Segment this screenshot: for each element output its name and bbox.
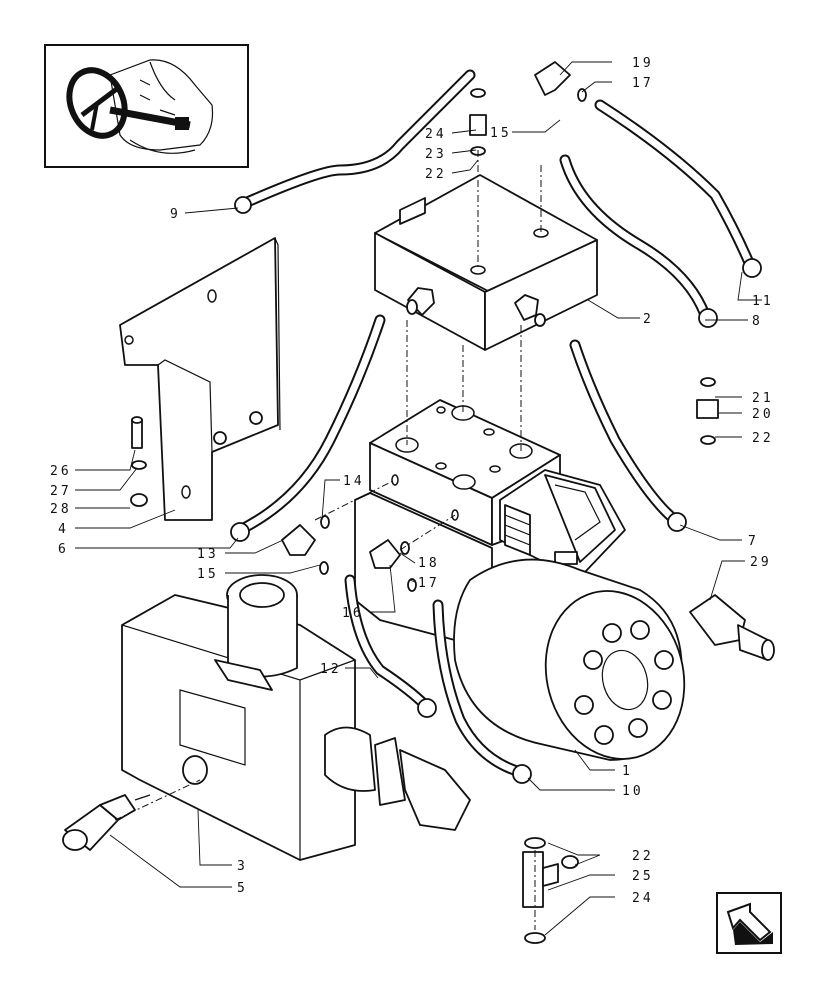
hose-8 (559, 154, 718, 328)
leader-lines (75, 61, 762, 936)
callout-15a: 15 (197, 567, 219, 582)
callout-24b: 24 (632, 891, 654, 906)
callout-21: 21 (752, 391, 774, 406)
callout-14: 14 (343, 474, 365, 489)
callout-7: 7 (748, 534, 759, 549)
callout-8: 8 (752, 314, 763, 329)
orbital-motor (453, 558, 686, 761)
callout-10: 10 (622, 784, 644, 799)
elbows-13-16 (281, 515, 417, 592)
hose-6 (230, 314, 386, 542)
callout-29: 29 (750, 555, 772, 570)
callout-22b: 22 (752, 431, 774, 446)
callout-20: 20 (752, 407, 774, 422)
callout-1: 1 (622, 764, 633, 779)
diverter-valve (121, 574, 471, 861)
callout-27: 27 (50, 484, 72, 499)
callout-4: 4 (58, 522, 69, 537)
alignment-lines (114, 150, 542, 930)
callout-3: 3 (237, 859, 248, 874)
fitting-upper-right (514, 294, 546, 327)
callout-13: 13 (197, 547, 219, 562)
callout-5: 5 (237, 881, 248, 896)
callout-22a: 22 (425, 167, 447, 182)
hoses (230, 69, 762, 784)
mounting-bracket (119, 237, 281, 521)
callout-25: 25 (632, 869, 654, 884)
fitting-upper-left (406, 287, 435, 316)
elbow-19 (534, 61, 587, 102)
washer-27 (131, 460, 147, 470)
callout-17b: 17 (418, 576, 440, 591)
location-thumbnail (44, 44, 249, 168)
callout-19: 19 (632, 56, 654, 71)
hose-9 (234, 69, 476, 214)
callout-15b: 15 (490, 126, 512, 141)
callout-11: 11 (752, 294, 774, 309)
callout-24a: 24 (425, 127, 447, 142)
bolt-26 (131, 416, 143, 449)
hose-7 (569, 339, 687, 532)
callout-28: 28 (50, 502, 72, 517)
callout-labels: 1 2 3 4 5 6 7 8 9 10 11 12 13 14 15 15 1… (50, 56, 774, 906)
fitting-24-top (469, 88, 487, 156)
sensor-plug (62, 794, 151, 851)
pressure-fitting (324, 726, 471, 831)
union-20 (696, 377, 719, 445)
callout-23: 23 (425, 147, 447, 162)
solenoid-connector (499, 469, 626, 573)
hose-12 (344, 574, 437, 718)
nut-28 (130, 493, 148, 507)
callout-26: 26 (50, 464, 72, 479)
tee-fitting (522, 837, 579, 944)
steering-wheel-location-icon (66, 59, 214, 154)
hose-10 (432, 599, 532, 784)
callout-12: 12 (320, 662, 342, 677)
callout-22c: 22 (632, 849, 654, 864)
adapter-29 (689, 594, 775, 661)
valve-block-upper (374, 174, 598, 351)
callout-18: 18 (418, 556, 440, 571)
motor-bolts (574, 620, 674, 745)
next-page-button[interactable] (716, 892, 782, 954)
callout-16: 16 (342, 606, 364, 621)
callout-6: 6 (58, 542, 69, 557)
callout-17a: 17 (632, 76, 654, 91)
next-page-arrow-icon (726, 902, 773, 945)
callout-2: 2 (643, 312, 654, 327)
callout-9: 9 (170, 207, 181, 222)
hose-11 (594, 99, 762, 278)
